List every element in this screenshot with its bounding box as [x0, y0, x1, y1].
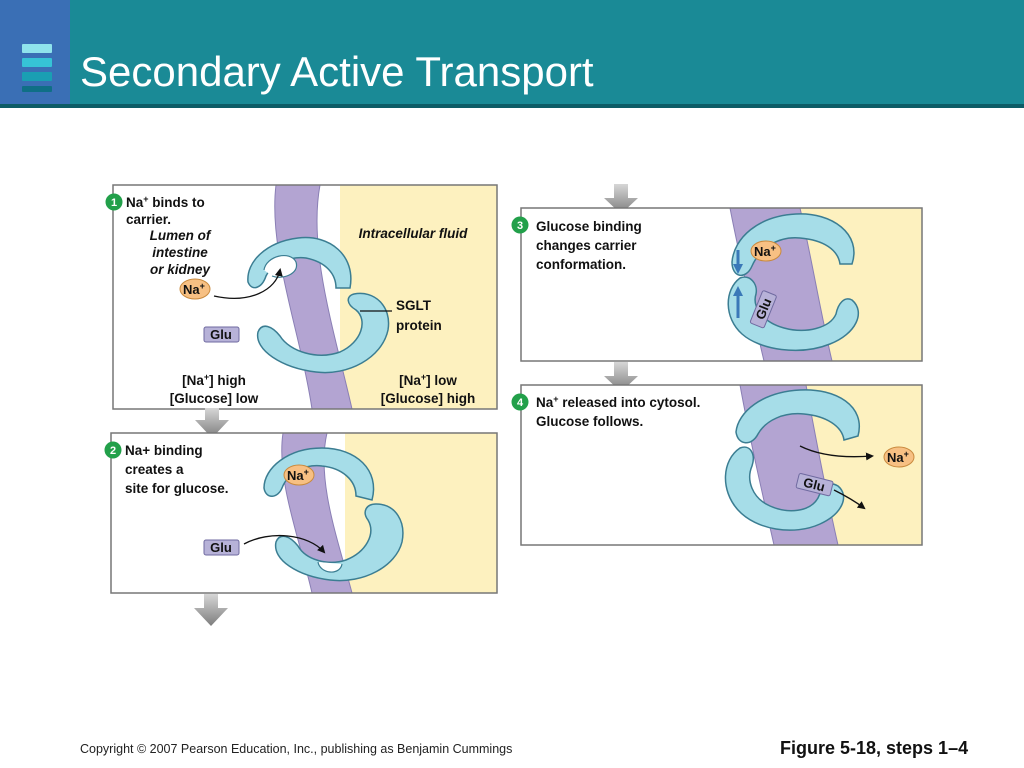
step3-title-line2: changes carrier — [536, 238, 637, 253]
na-ion-icon — [179, 278, 211, 300]
figure-reference: Figure 5-18, steps 1–4 — [780, 738, 969, 758]
step2-title-line3: site for glucose. — [125, 481, 229, 496]
glucose-tag-group: Glu — [795, 473, 834, 497]
copyright-notice: Copyright © 2007 Pearson Education, Inc.… — [80, 742, 513, 756]
glucose-tag-icon — [795, 473, 834, 497]
lumen-glucose-concentration: [Glucose] low — [170, 391, 259, 406]
logo-stripe-icon — [22, 44, 52, 53]
step-number: 3 — [517, 220, 523, 232]
step-badge-icon — [511, 216, 529, 234]
sglt-carrier-lower — [256, 292, 390, 374]
step4-title-line2: Glucose follows. — [536, 414, 643, 429]
flow-arrow-down-icon — [195, 408, 229, 438]
slide-logo-block — [0, 0, 70, 104]
step2-title-line1: Na+ binding — [125, 443, 203, 458]
panel-border — [520, 207, 923, 362]
panel-step-1: 1 Na+ binds to carrier. Lumen of intesti… — [105, 184, 498, 410]
glucose-label: Glu — [210, 327, 232, 342]
glucose-label: Glu — [802, 475, 827, 495]
step1-title-line2: carrier. — [126, 212, 171, 227]
glucose-tag-icon — [203, 539, 240, 556]
sglt-carrier-upper — [247, 236, 352, 289]
step-badge-icon — [104, 441, 122, 459]
sglt-carrier-upper — [735, 389, 861, 444]
na-ion-label: Na+ — [287, 467, 309, 483]
step4-title-line1: Na+ released into cytosol. — [536, 394, 700, 410]
panel-border — [112, 184, 498, 410]
glucose-approach-arrow — [243, 534, 326, 554]
lumen-label-line2: intestine — [152, 245, 208, 260]
flow-arrow-down-icon — [194, 594, 228, 626]
glucose-tag-icon — [203, 326, 240, 343]
lumen-label-line1: Lumen of — [150, 228, 212, 243]
logo-stripe-icon — [22, 58, 52, 67]
sglt-label-line1: SGLT — [396, 298, 432, 313]
panel-step-4: 4 Na+ released into cytosol. Glucose fol… — [511, 384, 923, 546]
na-ion-label: Na+ — [183, 281, 205, 297]
glucose-release-arrow — [833, 489, 866, 510]
na-ion-label: Na+ — [754, 243, 776, 259]
flow-arrow-down-icon — [604, 184, 638, 214]
step-badge-icon — [511, 393, 529, 411]
slide-header — [0, 0, 1024, 104]
na-release-arrow — [799, 445, 874, 461]
sglt-carrier-upper — [263, 447, 375, 501]
step2-title-line2: creates a — [125, 462, 184, 477]
na-ion-icon — [883, 446, 915, 468]
step-number: 1 — [111, 197, 117, 209]
step-badge-icon — [105, 193, 123, 211]
panel-border — [520, 384, 923, 546]
na-ion-icon — [750, 240, 782, 262]
flow-arrow-down-icon — [604, 362, 638, 392]
logo-stripe-icon — [22, 86, 52, 92]
step-number: 2 — [110, 445, 116, 457]
na-ion-icon — [283, 464, 315, 486]
sglt-carrier-lower — [727, 276, 860, 352]
step1-title-line1: Na+ binds to — [126, 194, 205, 210]
panel-step-2: 2 Na+ binding creates a site for glucose… — [104, 432, 498, 594]
intracellular-label: Intracellular fluid — [359, 226, 469, 241]
glucose-tag-icon — [749, 290, 777, 329]
sglt-label-line2: protein — [396, 318, 442, 333]
glucose-tag-group: Glu — [749, 290, 777, 329]
lumen-label-line3: or kidney — [150, 262, 212, 277]
glucose-label: Glu — [210, 540, 232, 555]
cytosol-na-concentration: [Na+] low — [399, 372, 457, 388]
na-ion-label: Na+ — [887, 449, 909, 465]
cytosol-glucose-concentration: [Glucose] high — [381, 391, 476, 406]
step3-title-line3: conformation. — [536, 257, 626, 272]
na-binding-arrow — [213, 268, 283, 299]
slide-title: Secondary Active Transport — [80, 48, 594, 95]
sglt-carrier-lower — [274, 503, 404, 582]
header-divider — [0, 104, 1024, 108]
na-binding-site — [263, 254, 298, 278]
panel-border — [110, 432, 498, 594]
step-number: 4 — [517, 397, 524, 409]
lumen-na-concentration: [Na+] high — [182, 372, 246, 388]
panel-step-3: 3 Glucose binding changes carrier confor… — [511, 207, 923, 362]
step3-title-line1: Glucose binding — [536, 219, 642, 234]
glucose-binding-site — [317, 561, 343, 573]
logo-stripe-icon — [22, 72, 52, 81]
